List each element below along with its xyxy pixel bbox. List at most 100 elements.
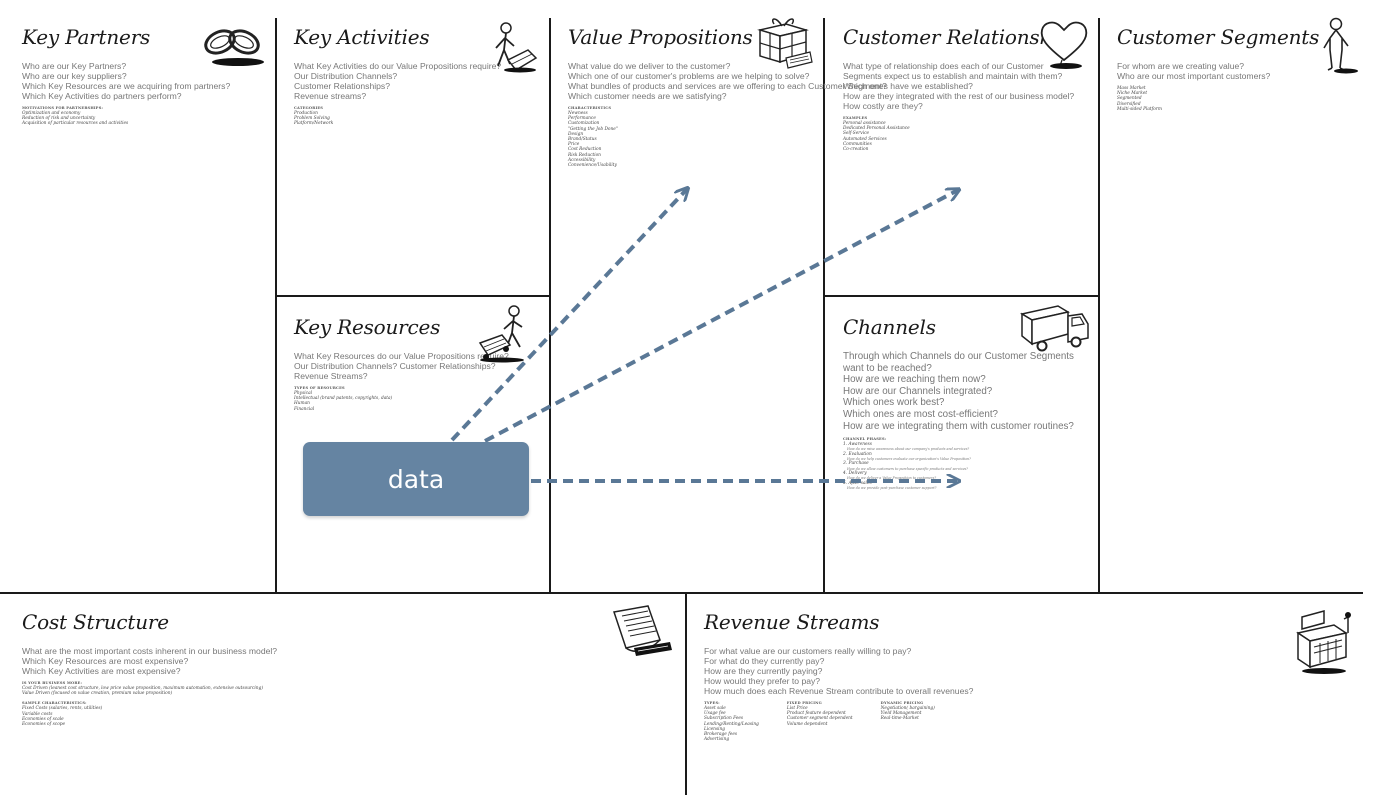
sub-item: Acquisition of particular resources and … — [22, 121, 129, 127]
sub-item: Personal assistance — [843, 121, 886, 126]
sub-item: Design — [568, 131, 584, 137]
block-title: Customer Segments — [1117, 25, 1320, 49]
sub-heading: CHANNEL PHASES: — [843, 437, 887, 442]
question: For what do they currently pay? — [704, 656, 825, 666]
question: What value do we deliver to the customer… — [568, 61, 731, 71]
sub-heading: CHARACTERISTICS — [568, 106, 612, 110]
key-resources-block: Key Resources What Key Resources do our … — [294, 315, 544, 412]
grid-line — [549, 18, 551, 593]
question: Which Key Resources are most expensive? — [22, 656, 189, 666]
sub-heading: SAMPLE CHARACTERISTICS: — [22, 701, 87, 706]
question: Which one of our customer's problems are… — [568, 71, 810, 81]
question: want to be reached? — [843, 362, 932, 374]
sub-item: List Price — [786, 706, 808, 711]
sub-item: Value Driven (focused on value creation,… — [22, 691, 173, 697]
channels-block: Channels Through which Channels do our C… — [843, 315, 1095, 490]
block-questions: What are the most important costs inhere… — [22, 646, 622, 676]
block-title: Key Resources — [294, 315, 441, 339]
question: What Key Resources do our Value Proposit… — [294, 351, 509, 361]
person-icon — [1316, 16, 1360, 76]
block-questions: Who are our Key Partners? Who are our ke… — [22, 61, 272, 101]
question: Which Key Activities are most expensive? — [22, 666, 181, 676]
grid-line — [275, 18, 277, 593]
sub-item: "Getting the Job Done" — [568, 126, 618, 132]
question: For what value are our customers really … — [704, 646, 912, 656]
question: Customer Relationships? — [294, 81, 391, 91]
sub-item: Self-Service — [843, 131, 870, 137]
block-questions: What Key Resources do our Value Proposit… — [294, 351, 544, 381]
sub-item: Physical — [294, 391, 313, 396]
channel-phase: 3. Purchase — [843, 461, 869, 467]
grid-line — [275, 295, 551, 297]
question: How are we integrating them with custome… — [843, 420, 1074, 432]
question: How are they currently paying? — [704, 666, 823, 676]
question: What Key Activities do our Value Proposi… — [294, 61, 502, 71]
grid-line — [685, 593, 687, 795]
sub-item: Real-time-Market — [880, 716, 919, 722]
question: Revenue streams? — [294, 91, 367, 101]
block-subsection: TYPES OF RESOURCES Physical Intellectual… — [294, 386, 544, 412]
channel-phase-note: How do we allow customers to purchase sp… — [847, 466, 968, 471]
block-subsection: SAMPLE CHARACTERISTICS: Fixed Costs (sal… — [22, 701, 622, 727]
block-questions: For what value are our customers really … — [704, 646, 1284, 696]
key-activities-block: Key Activities What Key Activities do ou… — [294, 25, 544, 127]
question: How are we reaching them now? — [843, 374, 986, 386]
question: How are our Channels integrated? — [843, 385, 993, 397]
question: How would they prefer to pay? — [704, 676, 821, 686]
block-questions: What Key Activities do our Value Proposi… — [294, 61, 544, 101]
sub-heading: EXAMPLES — [843, 116, 868, 120]
sub-heading: CATEGORIES — [294, 106, 324, 110]
block-questions: Through which Channels do our Customer S… — [843, 351, 1095, 432]
block-subsection: CATEGORIES Production Problem Solving Pl… — [294, 106, 544, 127]
sub-item: Risk Reduction — [568, 152, 601, 158]
block-subsection: Mass Market Niche Market Segmented Diver… — [1117, 86, 1357, 112]
sub-item: Variable costs — [22, 711, 53, 717]
sub-item: Niche Market — [1117, 91, 1148, 97]
grid-line — [823, 295, 1100, 297]
sub-heading: IS YOUR BUSINESS MORE: — [22, 681, 82, 685]
sub-item: Dedicated Personal Assistance — [843, 126, 910, 132]
sub-item: Platform/Network — [294, 121, 334, 127]
sub-item: Price — [568, 142, 580, 148]
question: Segments expect us to establish and main… — [843, 71, 1063, 81]
sub-item: Convenience/Usability — [568, 163, 617, 169]
sub-item: Brokerage fees — [704, 732, 738, 738]
sub-heading: FIXED PRICING — [786, 701, 822, 705]
question: Which customer needs are we satisfying? — [568, 91, 727, 101]
block-questions: What type of relationship does each of o… — [843, 61, 1095, 111]
question: How much does each Revenue Stream contri… — [704, 686, 974, 696]
sub-item: Performance — [568, 116, 596, 122]
channel-phase-note: How do we provide post-purchase customer… — [847, 485, 937, 490]
sub-item: Optimization and economy — [22, 111, 81, 116]
block-title: Channels — [843, 315, 936, 339]
sub-item: Co-creation — [843, 147, 869, 153]
sub-item: Product feature dependent — [786, 711, 846, 717]
receipt-icon — [604, 604, 676, 660]
question: Through which Channels do our Customer S… — [843, 351, 1074, 362]
sub-item: Yield Management — [880, 711, 922, 717]
sub-item: Automated Services — [843, 136, 887, 142]
sub-heading: TYPES OF RESOURCES — [294, 386, 345, 390]
grid-line — [1098, 18, 1100, 593]
data-box-label: data — [387, 464, 445, 494]
sub-item: Subscription Fees — [704, 716, 744, 722]
sub-item: Economies of scale — [22, 716, 64, 722]
sub-heading: TYPES: — [704, 701, 720, 705]
channel-phase: 5. After sales — [843, 480, 872, 486]
data-box[interactable]: data — [303, 442, 529, 516]
revenue-columns: TYPES: Asset sale Usage fee Subscription… — [704, 701, 1284, 742]
heart-icon — [1036, 16, 1092, 70]
question: Who are our most important customers? — [1117, 71, 1271, 81]
block-title: Cost Structure — [22, 610, 169, 634]
sub-item: Economies of scope — [22, 722, 66, 728]
sub-heading: DYNAMIC PRICING — [880, 701, 924, 705]
revenue-column: TYPES: Asset sale Usage fee Subscription… — [704, 701, 759, 742]
cost-structure-block: Cost Structure What are the most importa… — [22, 610, 622, 727]
question: How are they integrated with the rest of… — [843, 91, 1075, 101]
sub-item: Negotiation( bargaining) — [880, 706, 935, 711]
block-questions: For whom are we creating value? Who are … — [1117, 61, 1357, 81]
grid-line — [823, 18, 825, 593]
sub-item: Cost Driven (leanest cost structure, low… — [22, 686, 263, 691]
question: Who are our key suppliers? — [22, 71, 127, 81]
sub-item: Mass Market — [1117, 86, 1146, 91]
